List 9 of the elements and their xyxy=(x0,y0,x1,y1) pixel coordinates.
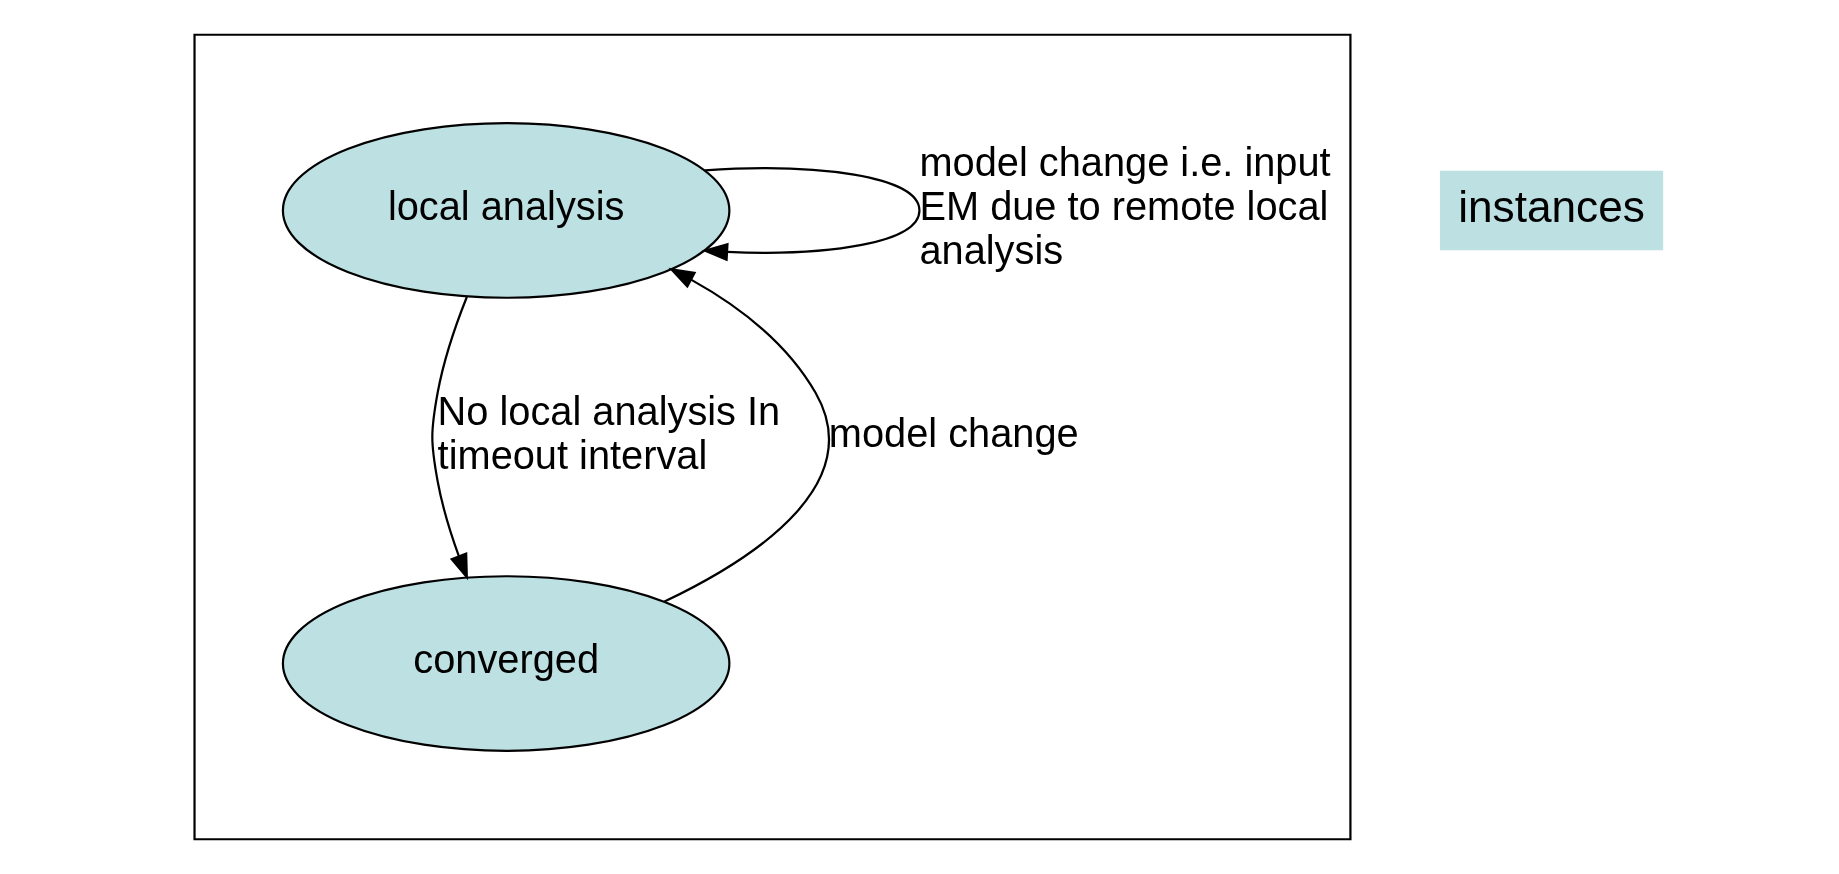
arrow xyxy=(430,296,468,581)
edge-label: No local analysis In timeout interval xyxy=(437,388,780,477)
edge-label: model change xyxy=(828,410,1079,455)
cluster xyxy=(192,33,1352,841)
label: instances xyxy=(1457,181,1645,231)
arrow xyxy=(663,267,830,603)
node-ellipse: converged xyxy=(281,575,730,752)
arrow xyxy=(701,167,921,262)
edge-label: model change i.e. input EM due to remote local analysis xyxy=(918,139,1331,273)
